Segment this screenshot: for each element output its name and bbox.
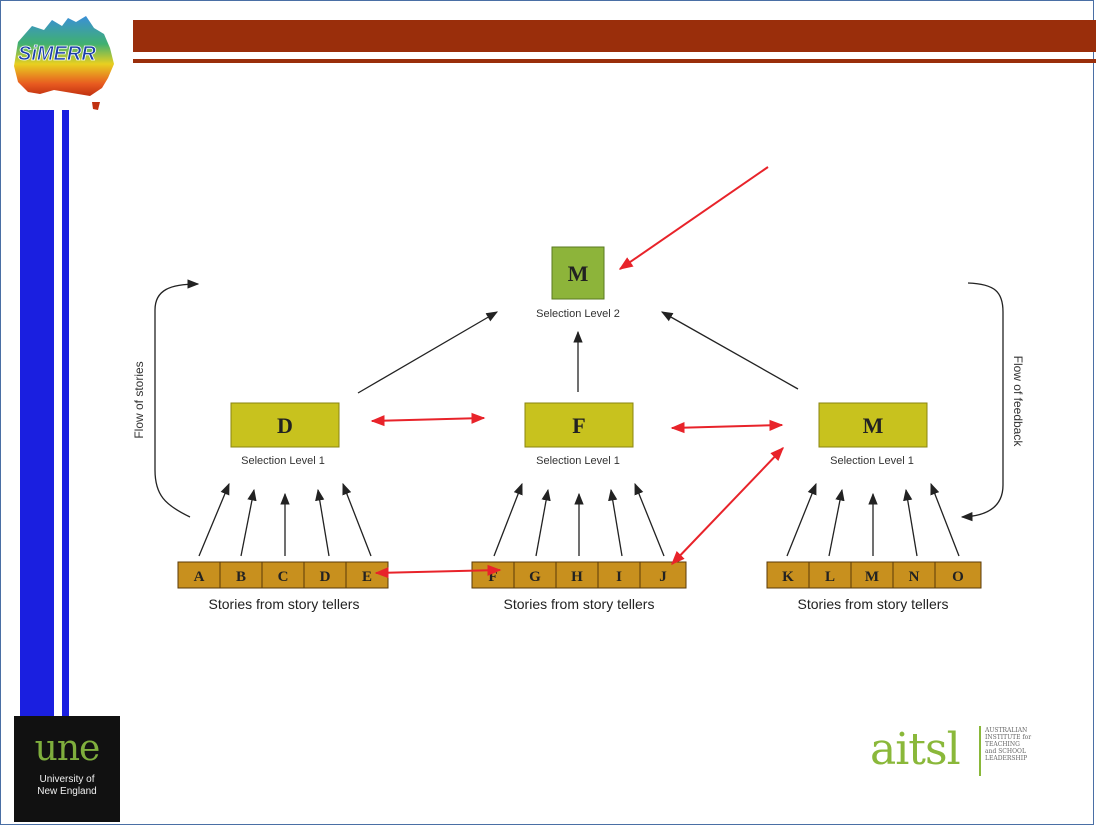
story-letter: C <box>278 569 289 585</box>
story-arrow <box>930 482 960 557</box>
story-arrow <box>198 482 230 557</box>
story-letter: G <box>529 569 541 585</box>
story-arrow <box>608 488 623 557</box>
header-bar <box>133 20 1096 52</box>
story-box <box>555 561 599 589</box>
story-box <box>513 561 557 589</box>
flow-of-stories-curve <box>154 279 200 518</box>
story-letter: D <box>320 569 331 585</box>
story-box <box>639 561 687 589</box>
story-letter: E <box>362 569 372 585</box>
red-peer-arrow <box>671 446 784 566</box>
story-arrow <box>634 482 665 557</box>
story-box <box>808 561 852 589</box>
red-peer-arrow <box>370 412 486 427</box>
story-row: K L M N O Stories from story tellers <box>766 561 982 612</box>
story-arrow <box>342 482 372 557</box>
story-box <box>303 561 347 589</box>
red-peer-arrow <box>670 419 784 434</box>
story-box <box>177 561 221 589</box>
red-peer-arrow <box>374 564 502 579</box>
level1-node-letter: F <box>572 413 585 438</box>
une-logo: une University of New England <box>14 716 120 822</box>
aitsl-logo-word: aitsl <box>870 724 961 775</box>
flow-of-stories-label: Flow of stories <box>132 361 146 438</box>
une-logo-subtitle: University of New England <box>37 774 97 797</box>
story-arrow <box>828 488 845 557</box>
level1-node-caption: Selection Level 1 <box>241 455 325 467</box>
story-letter: L <box>825 569 835 585</box>
header-line <box>133 59 1096 63</box>
stories-caption: Stories from story tellers <box>209 596 360 612</box>
level1-node-box <box>524 402 634 448</box>
story-arrow <box>315 488 330 557</box>
level1-node-box <box>818 402 928 448</box>
australia-map-icon <box>14 16 114 96</box>
story-box <box>261 561 305 589</box>
story-letter: H <box>571 569 583 585</box>
flow-of-feedback-curve <box>960 282 1004 522</box>
stories-caption: Stories from story tellers <box>798 596 949 612</box>
story-letter: K <box>782 569 794 585</box>
story-arrow <box>535 488 551 557</box>
aitsl-logo-text: AUSTRALIAN INSTITUTE for TEACHING and SC… <box>985 727 1032 762</box>
top-node-caption: Selection Level 2 <box>536 308 620 320</box>
left-blue-bar <box>20 110 54 718</box>
story-letter: J <box>659 569 667 585</box>
top-node-box <box>551 246 605 300</box>
red-pointer-arrow <box>618 166 769 270</box>
story-row: F G H I J Stories from story tellers <box>471 561 687 612</box>
stories-caption: Stories from story tellers <box>504 596 655 612</box>
level1-node-letter: D <box>277 413 293 438</box>
story-letter: A <box>194 569 205 585</box>
left-blue-bar-thin <box>62 110 69 718</box>
level1-node-letter: M <box>863 413 884 438</box>
story-box <box>766 561 810 589</box>
story-box <box>219 561 263 589</box>
story-letter: I <box>616 569 622 585</box>
level1-node-box <box>230 402 340 448</box>
simerr-logo: SiMERR <box>14 16 114 110</box>
simerr-logo-text: SiMERR <box>18 43 96 65</box>
story-box <box>934 561 982 589</box>
une-logo-word: une <box>34 728 101 769</box>
level1-node-caption: Selection Level 1 <box>830 455 914 467</box>
story-arrow <box>493 482 523 557</box>
level1-node-caption: Selection Level 1 <box>536 455 620 467</box>
selection-arrow <box>357 311 499 394</box>
story-arrow <box>240 488 257 557</box>
story-row: A B C D E Stories from story tellers <box>177 561 389 612</box>
selection-arrow <box>660 311 799 390</box>
story-letter: M <box>865 569 879 585</box>
flow-of-feedback-label: Flow of feedback <box>1011 356 1025 448</box>
top-node-letter: M <box>568 261 589 286</box>
story-letter: B <box>236 569 246 585</box>
story-letter: O <box>952 569 964 585</box>
story-arrow <box>786 482 817 557</box>
story-letter: N <box>909 569 920 585</box>
story-arrow <box>903 488 918 557</box>
story-letter: F <box>488 569 497 585</box>
aitsl-logo-divider <box>979 726 981 776</box>
